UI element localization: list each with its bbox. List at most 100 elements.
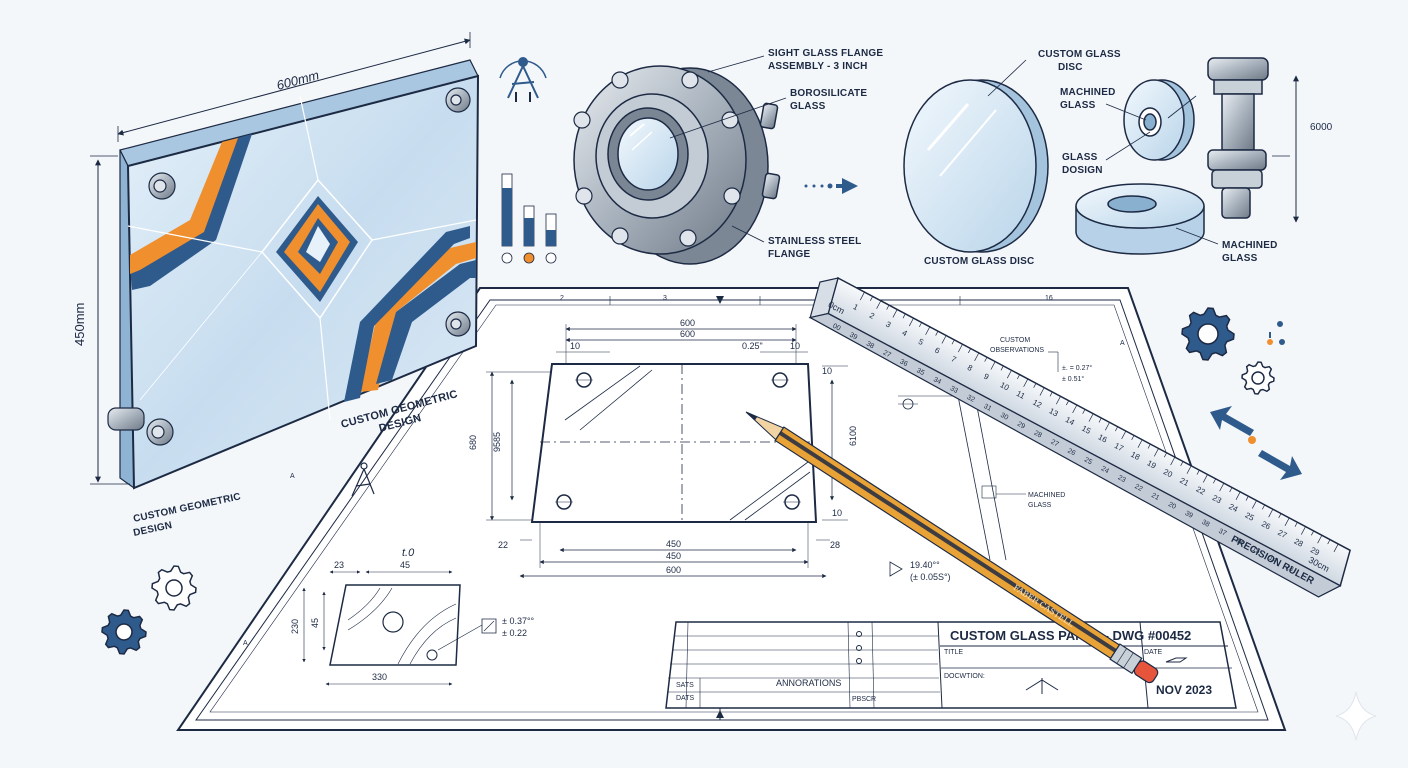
bar-chart-icon: [501, 173, 557, 264]
ruler-tick: [1115, 426, 1118, 432]
gear-hole: [1251, 371, 1265, 385]
svg-text:600: 600: [680, 329, 695, 339]
svg-text:DISC: DISC: [1058, 62, 1083, 73]
svg-text:DOCWTION:: DOCWTION:: [944, 673, 985, 680]
panel-width-label: 600mm: [275, 67, 321, 93]
panel-plan-dimensions: 600 600 10 0.25" 10 10 680 9585 6100 10 …: [468, 318, 858, 575]
svg-text:STAINLESS STEEL: STAINLESS STEEL: [768, 236, 861, 247]
ruler-lower-scale-number: 29: [1016, 421, 1026, 431]
ruler-scale-number: 8: [966, 363, 975, 373]
ruler-tick: [957, 344, 963, 353]
machined-labels: MACHINED GLASS GLASS DOSIGN MACHINED GLA…: [1060, 87, 1333, 264]
glass-disc-labels: CUSTOM GLASS DISC CUSTOM GLASS DISC: [924, 49, 1121, 267]
ruler-lower-scale-number: 15: [1251, 546, 1261, 556]
ruler-lower-scale-number: 38: [1200, 519, 1210, 529]
ruler-tick: [1104, 422, 1110, 431]
svg-text:GLASS: GLASS: [1028, 502, 1052, 509]
svg-text:45: 45: [310, 618, 320, 628]
ruler-tick: [990, 361, 996, 370]
svg-text:GLASS: GLASS: [1060, 100, 1096, 111]
svg-text:2: 2: [560, 295, 564, 302]
ruler-lower-scale-number: 34: [932, 376, 942, 386]
svg-text:ANNORATIONS: ANNORATIONS: [776, 678, 841, 688]
ruler-tick: [869, 296, 873, 302]
svg-text:TITLE: TITLE: [944, 649, 963, 656]
ruler-tick: [886, 304, 890, 310]
ruler-scale-number: 1: [852, 302, 861, 312]
ruler-lower-scale-number: 27: [1049, 439, 1059, 449]
machined-parts: [1075, 57, 1299, 255]
ruler-tick: [1098, 417, 1102, 423]
svg-text:(± 0.05S°): (± 0.05S°): [910, 572, 951, 582]
svg-text:0.25": 0.25": [742, 341, 763, 351]
svg-text:10: 10: [790, 341, 800, 351]
ruler-lower-scale-number: 24: [1100, 465, 1110, 475]
ruler-tick: [1088, 413, 1094, 422]
svg-text:A: A: [1120, 340, 1125, 347]
detail-view: [302, 570, 497, 686]
ruler-tick: [1294, 522, 1298, 527]
ruler-tick: [1147, 443, 1151, 449]
svg-text:SATS: SATS: [676, 682, 694, 689]
svg-text:MACHINED: MACHINED: [1222, 240, 1278, 251]
ruler-lower-scale-number: 21: [1150, 492, 1160, 502]
compass-icon: [499, 57, 547, 102]
svg-text:GLASS: GLASS: [1062, 152, 1098, 163]
svg-text:ASSEMBLY - 3 INCH: ASSEMBLY - 3 INCH: [768, 61, 868, 72]
ruler-tick: [1213, 478, 1216, 484]
ruler-tick: [1245, 496, 1249, 501]
gear-icons: [101, 307, 1275, 655]
detail-dimensions: 23 t.0 45 230 45 330 ± 0.37°° ± 0.22: [290, 547, 535, 682]
ruler-tick: [892, 309, 898, 318]
svg-text:9585: 9585: [492, 432, 502, 452]
ruler-tick: [1017, 374, 1020, 380]
ruler-scale-number: 2: [868, 311, 877, 321]
ruler-tick: [1300, 526, 1306, 535]
ruler-tick: [1170, 456, 1176, 466]
ruler-tick: [1229, 487, 1233, 493]
ruler-lower-scale-number: 22: [1133, 483, 1143, 493]
svg-text:10: 10: [832, 508, 842, 518]
ruler-tick: [1033, 383, 1037, 388]
ruler-tick: [1055, 396, 1061, 405]
svg-text:22: 22: [498, 540, 508, 550]
svg-text:MACHINED: MACHINED: [1060, 87, 1116, 98]
svg-text:BOROSILICATE: BOROSILICATE: [790, 88, 867, 99]
ruler-tick: [925, 326, 931, 335]
ruler-tick: [1278, 513, 1282, 519]
svg-text:DATS: DATS: [676, 695, 694, 702]
ruler-lower-scale-number: 38: [865, 340, 875, 350]
sight-glass-flange: [573, 65, 781, 265]
ruler-tick: [1180, 461, 1184, 467]
ruler-scale-number: 9: [982, 372, 991, 382]
compass-sketch-icon: [351, 462, 375, 497]
svg-text:CUSTOM: CUSTOM: [1000, 337, 1030, 344]
ruler-ticks: 1234567891011121314151617181920212223242…: [831, 291, 1339, 573]
svg-text:GLASS: GLASS: [790, 101, 826, 112]
ruler-tick: [1311, 530, 1314, 536]
ruler-tick: [941, 335, 947, 344]
ruler-lower-scale-number: 26: [1066, 448, 1076, 458]
title-block-text: CUSTOM GLASS PANEL - DWG #00452 TITLE DA…: [676, 628, 1212, 703]
ruler-tick: [919, 322, 922, 328]
ruler-lower-scale-number: 39: [848, 332, 858, 342]
ruler-tick: [1082, 409, 1086, 414]
ruler-tick: [984, 357, 988, 362]
flow-arrow-icon: [804, 178, 858, 194]
ruler-lower-scale-number: 13: [1284, 563, 1294, 573]
svg-text:23: 23: [334, 560, 344, 570]
svg-text:16: 16: [1045, 295, 1053, 302]
svg-text:GLASS: GLASS: [1222, 253, 1258, 264]
svg-text:3: 3: [663, 295, 667, 302]
svg-text:600: 600: [680, 318, 695, 328]
flange-labels: SIGHT GLASS FLANGE ASSEMBLY - 3 INCH BOR…: [669, 48, 883, 260]
ruler-lower-scale-number: 25: [1083, 456, 1093, 466]
ruler-tick: [974, 352, 980, 361]
ruler-lower-scale-number: 33: [949, 385, 959, 395]
ruler-lower-scale-number: 30: [999, 412, 1009, 422]
svg-text:± 0.51°: ± 0.51°: [1062, 375, 1084, 383]
ruler-tick: [1235, 491, 1241, 500]
ruler-lower-scale-number: 28: [1033, 430, 1043, 440]
svg-text:45: 45: [400, 560, 410, 570]
